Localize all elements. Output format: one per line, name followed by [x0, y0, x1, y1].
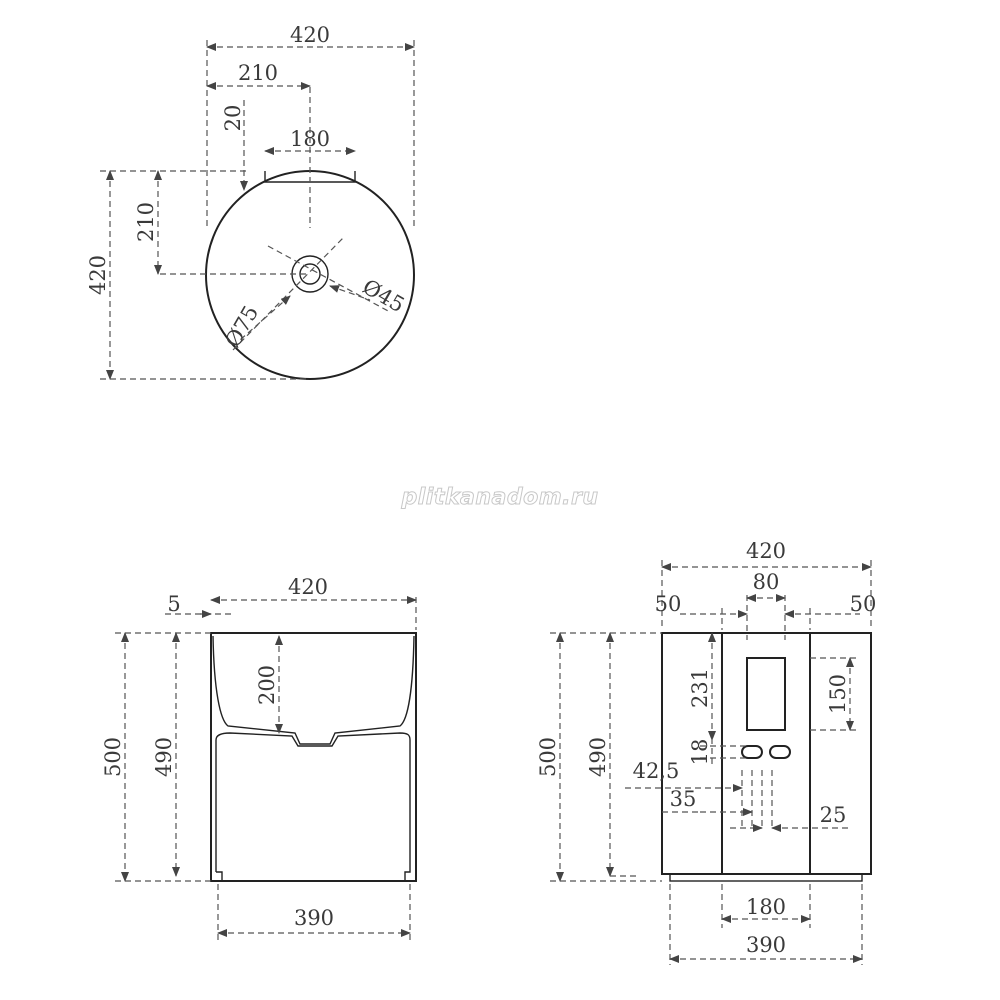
top-depth-label: 420 — [86, 255, 110, 295]
side-view: 420 80 50 50 500 490 231 150 18 — [536, 539, 876, 965]
side-right-margin-label: 50 — [850, 592, 877, 616]
side-slot-width-label: 80 — [753, 570, 780, 594]
side-hole-height-label: 18 — [688, 739, 712, 766]
side-base — [669, 873, 863, 882]
side-width-label: 420 — [746, 539, 786, 563]
front-inner-frame — [215, 732, 411, 880]
top-view: 420 210 20 180 210 420 Ø45 Ø75 — [86, 23, 415, 380]
side-body-height-label: 490 — [586, 737, 610, 777]
side-hole-left — [741, 745, 763, 759]
side-panel-width-label: 180 — [746, 895, 786, 919]
front-body-height-label: 490 — [152, 737, 176, 777]
top-width-label: 420 — [290, 23, 330, 47]
side-offset-b-label: 35 — [670, 787, 697, 811]
top-half-width-label: 210 — [238, 61, 278, 85]
front-width-label: 420 — [288, 575, 328, 599]
front-total-height-label: 500 — [101, 737, 125, 777]
front-view: 5 420 200 500 490 390 — [101, 575, 417, 940]
top-drain-width-label: 180 — [290, 127, 330, 151]
side-offset-c-label: 25 — [820, 803, 847, 827]
front-bowl — [212, 635, 415, 745]
side-left-margin-label: 50 — [655, 592, 682, 616]
front-base-width-label: 390 — [294, 906, 334, 930]
front-outline — [210, 632, 417, 882]
watermark: plitkanadom.ru — [401, 485, 599, 510]
front-bowl-depth-label: 200 — [255, 665, 279, 705]
side-total-height-label: 500 — [536, 737, 560, 777]
side-base-width-label: 390 — [746, 933, 786, 957]
side-window — [746, 657, 786, 731]
top-offset-label: 20 — [221, 105, 245, 132]
side-offset-a-label: 42,5 — [633, 759, 680, 783]
diameter-small-label: Ø45 — [358, 275, 408, 318]
side-hole-right — [769, 745, 791, 759]
side-upper-label: 231 — [688, 668, 712, 708]
front-wall-label: 5 — [167, 592, 180, 616]
side-window-height-label: 150 — [826, 674, 850, 714]
top-half-depth-label: 210 — [134, 202, 158, 242]
